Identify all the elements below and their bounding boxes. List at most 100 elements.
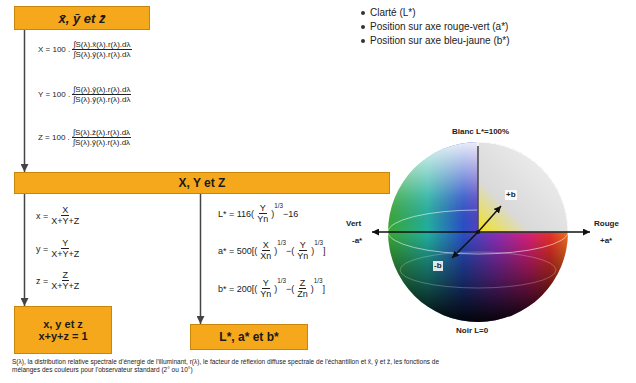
- heading-box: x̄, ȳ et z̄: [14, 6, 150, 30]
- fraction: ∫S(λ).z̄(λ).r(λ).dλ∫S(λ).ȳ(λ).r(λ).dλ: [72, 128, 131, 147]
- fraction-denominator: Yn: [296, 251, 309, 261]
- formula: y =YX+Y+Z: [36, 238, 82, 260]
- b-axis-negative: [452, 232, 478, 258]
- formula-term: ]: [323, 246, 326, 256]
- box-label: L*, a* et b*: [219, 330, 278, 344]
- fraction-numerator: ∫S(λ).ȳ(λ).r(λ).dλ: [72, 85, 131, 95]
- formula-term: X = 100 .: [38, 45, 70, 54]
- flow-arrow: [24, 30, 26, 172]
- exponent: 1/3: [277, 277, 286, 284]
- fraction: YYn: [296, 240, 309, 262]
- formula-term: Y = 100 .: [38, 90, 70, 99]
- formula-term: y =: [36, 244, 48, 254]
- formula-term: ): [311, 246, 314, 256]
- fraction-denominator: Zn: [296, 289, 309, 299]
- formula-term: ): [311, 284, 314, 294]
- axis-label: -b: [433, 261, 443, 271]
- formula-term: z =: [36, 276, 48, 286]
- fraction-numerator: Y: [299, 240, 307, 251]
- formula-term: x =: [36, 211, 48, 221]
- fraction: YYn: [256, 203, 269, 225]
- b-axis-positive: [478, 206, 501, 232]
- fraction-denominator: X+Y+Z: [50, 249, 80, 259]
- bullet: [361, 25, 365, 29]
- result-box: L*, a* et b*: [190, 324, 308, 350]
- formula: X = 100 .∫S(λ).x̄(λ).r(λ).dλ∫S(λ).ȳ(λ).r…: [38, 40, 134, 59]
- formula: a* = 500[(XXn)1/3−(YYn)1/3]: [218, 240, 326, 262]
- fraction-denominator: Yn: [256, 214, 269, 224]
- fraction-numerator: X: [262, 240, 270, 251]
- formula: x =XX+Y+Z: [36, 205, 82, 227]
- exponent: 1/3: [277, 239, 286, 246]
- fraction-numerator: Z: [62, 270, 70, 281]
- fraction: ∫S(λ).ȳ(λ).r(λ).dλ∫S(λ).ȳ(λ).r(λ).dλ: [72, 85, 131, 104]
- formula: Y = 100 .∫S(λ).ȳ(λ).r(λ).dλ∫S(λ).ȳ(λ).r(…: [38, 85, 133, 104]
- formula: L* = 116(YYn)1/3−16: [218, 203, 298, 225]
- formula-term: a* = 500[(: [218, 246, 257, 256]
- fraction-denominator: ∫S(λ).ȳ(λ).r(λ).dλ: [72, 138, 131, 147]
- fraction: YX+Y+Z: [50, 238, 80, 260]
- fraction: XX+Y+Z: [50, 205, 80, 227]
- result-box: x, y et zx+y+z = 1: [14, 306, 112, 354]
- box-label: X, Y et Z: [179, 176, 226, 190]
- formula: b* = 200[(YYn)1/3−(ZZn)1/3]: [218, 278, 325, 300]
- axis-label: Noir L=0: [456, 326, 488, 336]
- exponent: 1/3: [314, 239, 323, 246]
- flow-arrow: [200, 194, 202, 324]
- formula-term: L* = 116(: [218, 209, 254, 219]
- footnote: S(λ), la distribution relative spectrale…: [12, 358, 452, 374]
- box-label: x̄, ȳ et z̄: [59, 11, 106, 26]
- bullet: [361, 11, 365, 15]
- formula-term: ): [274, 284, 277, 294]
- exponent: 1/3: [274, 202, 283, 209]
- bullet-text: Position sur axe rouge-vert (a*): [370, 21, 508, 33]
- bullet-text: Clarté (L*): [370, 7, 416, 19]
- exponent: 1/3: [314, 277, 323, 284]
- axis-label: Blanc L*=100%: [452, 127, 509, 137]
- fraction: YYn: [259, 278, 272, 300]
- origin-dot: [476, 230, 480, 234]
- fraction-denominator: Xn: [259, 251, 272, 261]
- fraction-numerator: Y: [259, 203, 267, 214]
- formula-term: ): [271, 209, 274, 219]
- fraction-numerator: Y: [262, 278, 270, 289]
- formula-term: ]: [323, 284, 326, 294]
- fraction-numerator: X: [61, 205, 69, 216]
- axis-label: +b: [505, 190, 517, 200]
- box-label: x, y et z: [43, 318, 83, 330]
- fraction: XXn: [259, 240, 272, 262]
- fraction-numerator: Z: [299, 278, 307, 289]
- axis-label: -a*: [352, 236, 362, 246]
- formula-term: −16: [283, 209, 298, 219]
- fraction-denominator: ∫S(λ).ȳ(λ).r(λ).dλ: [72, 50, 131, 59]
- fraction-numerator: Y: [61, 238, 69, 249]
- fraction: ∫S(λ).x̄(λ).r(λ).dλ∫S(λ).ȳ(λ).r(λ).dλ: [72, 40, 131, 59]
- latitude-ring: [400, 252, 556, 288]
- formula-term: −(: [286, 284, 294, 294]
- formula: Z = 100 .∫S(λ).z̄(λ).r(λ).dλ∫S(λ).ȳ(λ).r…: [38, 128, 133, 147]
- fraction: ZZn: [296, 278, 309, 300]
- fraction-numerator: ∫S(λ).z̄(λ).r(λ).dλ: [72, 128, 131, 138]
- formula-term: ): [274, 246, 277, 256]
- axis-label: Rouge: [594, 219, 619, 229]
- fraction-denominator: X+Y+Z: [50, 281, 80, 291]
- l-axis: [477, 146, 478, 232]
- fraction-denominator: Yn: [259, 289, 272, 299]
- fraction: ZX+Y+Z: [50, 270, 80, 292]
- formula-term: b* = 200[(: [218, 284, 257, 294]
- bullet-text: Position sur axe bleu-jaune (b*): [370, 35, 510, 47]
- formula-term: Z = 100 .: [38, 133, 70, 142]
- axis-label: Vert: [346, 219, 361, 229]
- fraction-denominator: X+Y+Z: [50, 216, 80, 226]
- formula-term: −(: [286, 246, 294, 256]
- box-label: x+y+z = 1: [38, 330, 87, 342]
- fraction-numerator: ∫S(λ).x̄(λ).r(λ).dλ: [72, 40, 131, 50]
- formula: z =ZX+Y+Z: [36, 270, 82, 292]
- cutaway-quadrant: [478, 142, 568, 232]
- process-box: X, Y et Z: [14, 172, 390, 194]
- a-axis: [372, 231, 590, 233]
- axis-label: +a*: [600, 236, 612, 246]
- fraction-denominator: ∫S(λ).ȳ(λ).r(λ).dλ: [72, 95, 131, 104]
- flow-arrow: [24, 194, 26, 306]
